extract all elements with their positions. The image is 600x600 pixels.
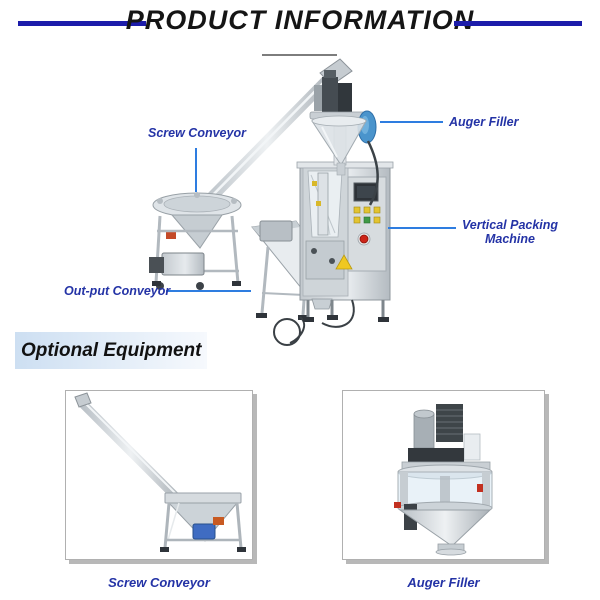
label-output-conveyor: Out-put Conveyor	[64, 284, 171, 298]
caption-auger-filler: Auger Filler	[407, 575, 480, 590]
title-decor-line-left	[18, 21, 146, 26]
title-decor-line-right	[454, 21, 582, 26]
screw-conveyor-graphic	[149, 58, 353, 290]
optional-equipment-heading: Optional Equipment	[15, 332, 207, 369]
caption-screw-conveyor: Screw Conveyor	[108, 575, 210, 590]
auger-filler-graphic	[309, 70, 379, 206]
screw-conveyor-photo-graphic	[74, 392, 246, 552]
label-auger-filler: Auger Filler	[449, 115, 519, 129]
page-title: PRODUCT INFORMATION	[125, 5, 475, 35]
title-divider-line	[262, 54, 337, 56]
auger-filler-photo-graphic	[394, 404, 493, 556]
packing-machine-diagram	[149, 58, 456, 346]
optional-item-auger-filler-photo	[342, 390, 545, 560]
label-vertical-packing-machine: Vertical Packing Machine	[461, 218, 559, 246]
label-screw-conveyor: Screw Conveyor	[148, 126, 246, 140]
vertical-packing-machine-graphic	[296, 161, 394, 328]
optional-item-screw-conveyor-photo	[65, 390, 253, 560]
